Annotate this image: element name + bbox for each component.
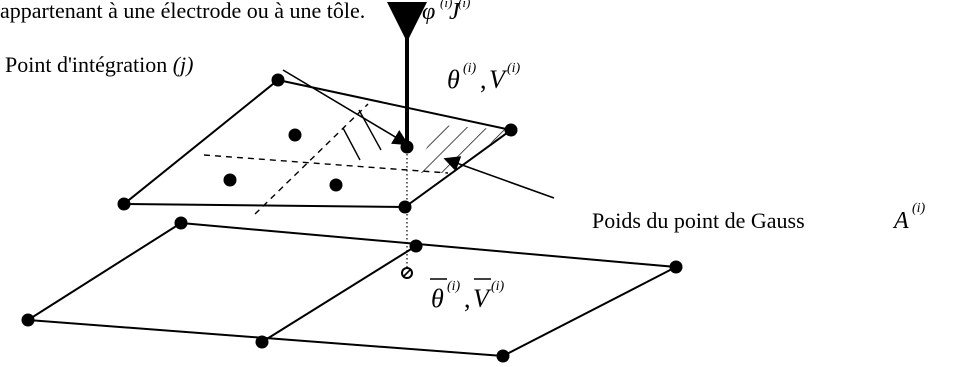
upper-theta: θ <box>447 65 460 94</box>
current-symbol: J <box>449 0 461 25</box>
integration-point-label-text: Point d'intégration <box>5 52 173 77</box>
upper-v: V <box>489 65 508 94</box>
lower-element <box>21 216 683 363</box>
flux-symbol: φ <box>422 0 435 25</box>
upper-node <box>398 200 412 214</box>
lower-theta: θ <box>431 284 444 313</box>
flux-index: (i) <box>440 0 452 10</box>
lower-element-mid-line <box>261 245 417 343</box>
upper-separator: , <box>480 65 487 94</box>
current-index: (i) <box>458 0 470 10</box>
projected-point-cross <box>402 268 412 278</box>
upper-node <box>271 73 285 87</box>
integration-point-arrow <box>282 69 409 146</box>
dashed-mid-line-horizontal <box>203 154 449 174</box>
lower-node <box>174 216 188 230</box>
gauss-weight-hatched-area <box>412 125 510 173</box>
gauss-weight-symbol: A <box>892 208 909 234</box>
dashed-mid-line-vertical <box>254 103 369 215</box>
upper-node <box>117 197 131 211</box>
gauss-point <box>223 173 237 187</box>
gauss-point <box>288 128 302 142</box>
lower-v: V <box>473 284 492 313</box>
lower-node <box>255 335 269 349</box>
upper-element <box>117 73 518 215</box>
gauss-point <box>329 178 343 192</box>
hatch-stroke <box>358 109 382 151</box>
upper-node <box>504 123 518 137</box>
gauss-weight-label: Poids du point de Gauss <box>592 208 805 233</box>
hatch-stroke <box>342 127 361 161</box>
lower-v-index: (i) <box>491 279 505 294</box>
lower-theta-index: (i) <box>447 279 461 294</box>
lower-node <box>669 260 683 274</box>
upper-v-index: (i) <box>507 61 521 76</box>
header-text: appartenant à une électrode ou à une tôl… <box>0 0 365 23</box>
lower-separator: , <box>464 284 471 313</box>
lower-element-outline <box>24 221 680 358</box>
gauss-weight-label-text: Poids du point de Gauss <box>592 208 805 233</box>
lower-node <box>496 349 510 363</box>
lower-node <box>409 239 423 253</box>
lower-node <box>21 313 35 327</box>
gauss-weight-arrow <box>443 156 555 199</box>
integration-point-index: (j) <box>173 52 194 77</box>
integration-point-label: Point d'intégration (j) <box>5 52 194 77</box>
upper-theta-index: (i) <box>463 61 477 76</box>
gauss-weight-index: (i) <box>912 201 926 216</box>
